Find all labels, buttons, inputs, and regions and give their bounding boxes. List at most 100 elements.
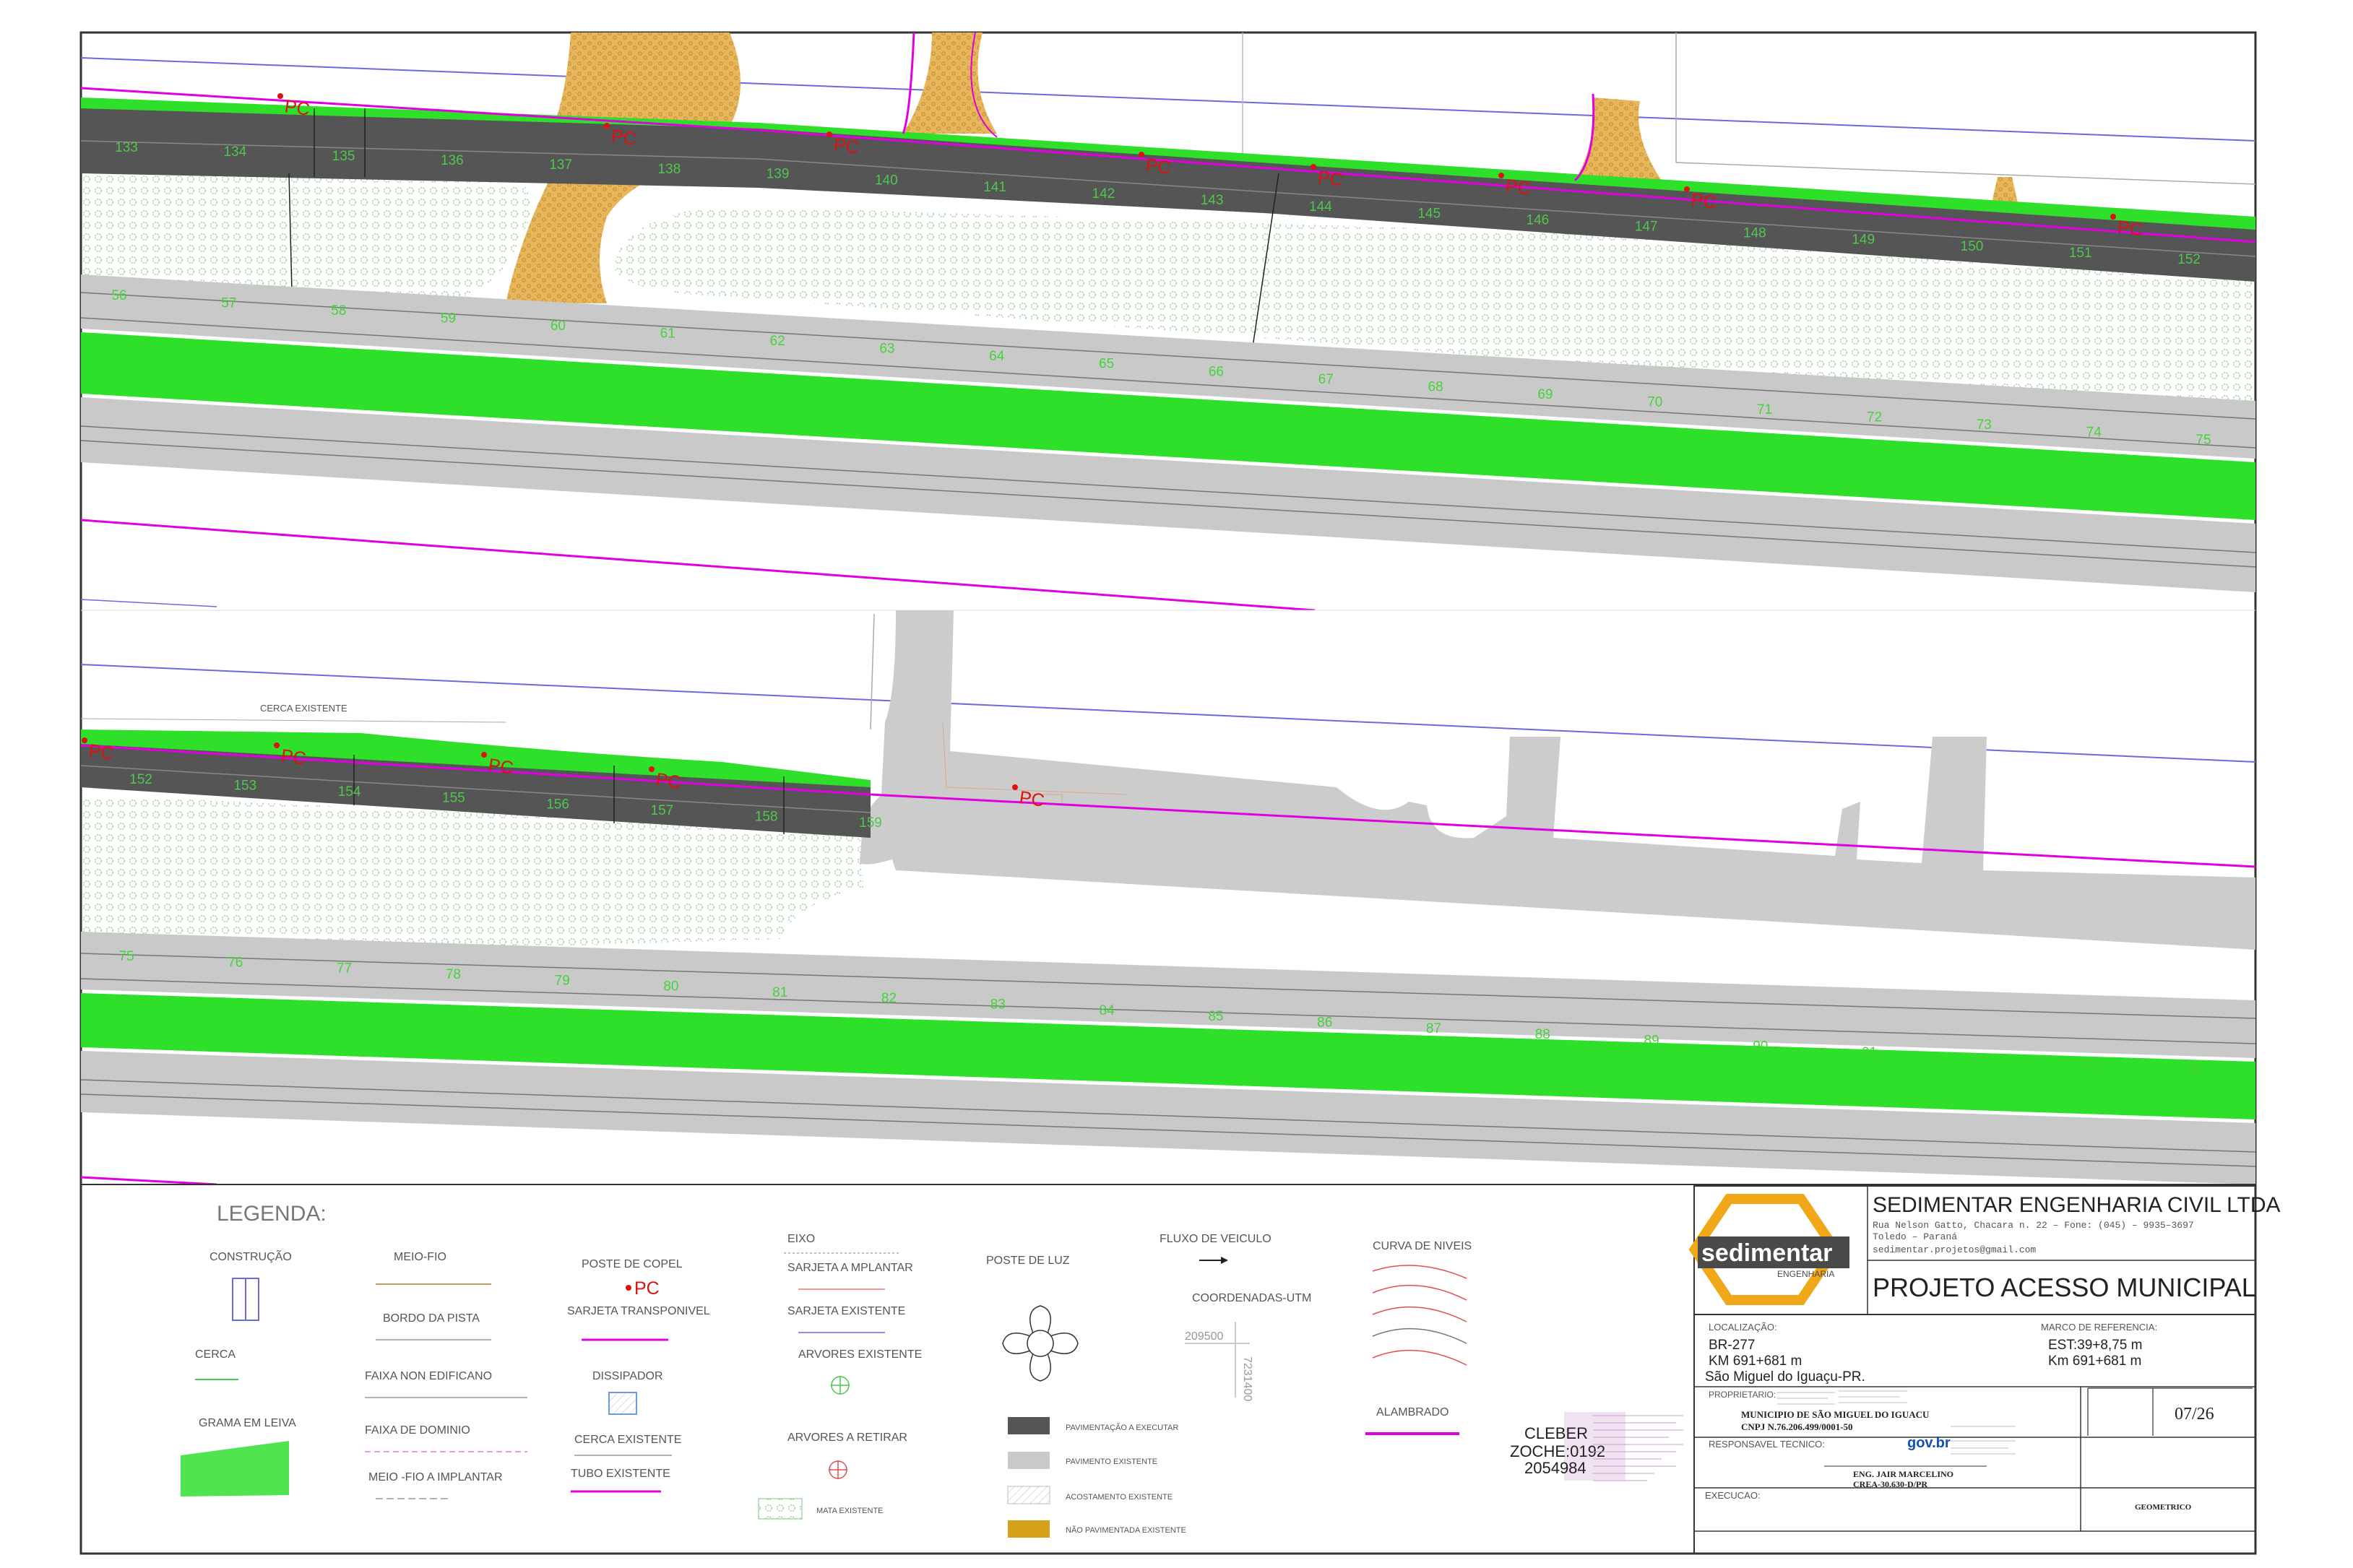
marco-label: MARCO DE REFERENCIA: bbox=[2041, 1322, 2157, 1333]
station-label: 74 bbox=[2086, 425, 2102, 441]
engineer-crea: CREA-30.630-D/PR bbox=[1853, 1479, 1927, 1489]
station-label: 143 bbox=[1201, 193, 1224, 208]
sedimentar-logo: sedimentar ENGENHARIA bbox=[1688, 1194, 1849, 1305]
highway-pavement bbox=[81, 397, 2255, 592]
legend-cerca-existente-label: CERCA EXISTENTE bbox=[574, 1434, 681, 1446]
station-label: 86 bbox=[1317, 1015, 1332, 1031]
legend-pav-existente-label: PAVIMENTO EXISTENTE bbox=[1066, 1457, 1157, 1466]
legend-faixa-dominio-label: FAIXA DE DOMINIO bbox=[365, 1424, 470, 1437]
station-label: 149 bbox=[1852, 233, 1875, 248]
station-label: 133 bbox=[115, 140, 138, 155]
station-label: 60 bbox=[551, 319, 566, 334]
legend-construcao-label: CONSTRUÇÃO bbox=[210, 1249, 292, 1263]
legend-faixa-non-label: FAIXA NON EDIFICANO bbox=[365, 1370, 492, 1382]
tree-remove-icon bbox=[829, 1460, 847, 1479]
station-label: 140 bbox=[875, 173, 898, 189]
legend-coordenadas-label: COORDENADAS-UTM bbox=[1192, 1292, 1311, 1304]
digital-signature-stamp: CLEBER ZOCHE:0192 2054984 bbox=[1510, 1412, 1683, 1481]
station-label: 58 bbox=[331, 303, 346, 319]
station-label: 70 bbox=[1647, 394, 1662, 410]
pole-marker bbox=[1498, 173, 1504, 178]
stamp-name-1: CLEBER bbox=[1524, 1424, 1588, 1442]
station-label: 150 bbox=[1961, 239, 1984, 254]
station-label: 89 bbox=[1644, 1033, 1659, 1048]
station-label: 73 bbox=[1977, 417, 1992, 433]
discipline-label: GEOMETRICO bbox=[2135, 1503, 2192, 1512]
forest-area bbox=[614, 206, 2255, 419]
highway-median-grass bbox=[81, 993, 2255, 1119]
responsavel-label: RESPONSAVEL TECNICO: bbox=[1709, 1439, 1825, 1450]
unpaved-area bbox=[1575, 98, 1662, 181]
legend-mata-existente-label: MATA EXISTENTE bbox=[816, 1507, 884, 1515]
proprietario-cnpj: CNPJ N.76.206.499/0001-50 bbox=[1741, 1421, 1853, 1432]
project-title: PROJETO ACESSO MUNICIPAL bbox=[1873, 1273, 2256, 1302]
station-label: 152 bbox=[129, 772, 152, 787]
station-label: 84 bbox=[1100, 1003, 1115, 1018]
logo-text: sedimentar bbox=[1701, 1239, 1832, 1267]
station-label: 141 bbox=[983, 180, 1006, 195]
pole-marker bbox=[604, 123, 610, 129]
legend-dissipador-label: DISSIPADOR bbox=[592, 1370, 663, 1382]
pole-label: PC bbox=[655, 769, 682, 793]
pole-label: PC bbox=[1018, 787, 1045, 811]
station-label: 157 bbox=[651, 803, 674, 818]
highway-pavement bbox=[81, 274, 2255, 459]
pole-label: PC bbox=[280, 745, 307, 769]
station-label: 78 bbox=[446, 967, 461, 982]
street-light-icon bbox=[1002, 1305, 1079, 1382]
legend-sarjeta-existente-label: SARJETA EXISTENTE bbox=[787, 1305, 905, 1317]
station-label: 66 bbox=[1209, 364, 1224, 379]
poste-copel-symbol bbox=[626, 1285, 631, 1291]
station-label: 136 bbox=[441, 153, 464, 168]
legend-meio-fio-label: MEIO-FIO bbox=[394, 1251, 446, 1263]
station-label: 88 bbox=[1535, 1027, 1550, 1042]
location-label: LOCALIZAÇÃO: bbox=[1709, 1322, 1777, 1333]
unpaved-area bbox=[903, 33, 997, 134]
station-label: 134 bbox=[223, 144, 246, 160]
pole-label: PC bbox=[1504, 176, 1532, 199]
legend: LEGENDA: CONSTRUÇÃO CERCA GRAMA EM LEIVA… bbox=[181, 1202, 1472, 1538]
forest-area bbox=[81, 170, 532, 303]
coord-e-label: 209500 bbox=[1185, 1330, 1223, 1343]
legend-title: LEGENDA: bbox=[217, 1202, 327, 1226]
arrow-right-icon bbox=[1199, 1257, 1228, 1264]
pole-label: PC bbox=[1690, 189, 1717, 213]
sheet-number: 07/26 bbox=[2175, 1405, 2214, 1424]
legend-cerca-label: CERCA bbox=[195, 1348, 236, 1361]
pole-marker bbox=[826, 131, 832, 137]
station-label: 67 bbox=[1318, 372, 1334, 387]
station-label: 90 bbox=[1753, 1039, 1768, 1054]
station-label: 61 bbox=[660, 326, 675, 342]
station-label: 72 bbox=[1867, 410, 1882, 425]
legend-pav-executar-label: PAVIMENTAÇÃO A EXECUTAR bbox=[1066, 1423, 1178, 1432]
location-line-1: BR-277 bbox=[1709, 1338, 1755, 1353]
swatch-nao-pavimentada bbox=[1008, 1520, 1050, 1538]
legend-acostamento-label: ACOSTAMENTO EXISTENTE bbox=[1066, 1493, 1173, 1502]
legend-fluxo-label: FLUXO DE VEICULO bbox=[1160, 1233, 1272, 1245]
proprietario-name: MUNICIPIO DE SÃO MIGUEL DO IGUACU bbox=[1741, 1409, 1930, 1420]
execucao-label: EXECUCAO: bbox=[1705, 1490, 1761, 1501]
legend-sarjeta-implantar-label: SARJETA A MPLANTAR bbox=[787, 1262, 913, 1274]
station-label: 135 bbox=[332, 149, 355, 164]
station-label: 153 bbox=[233, 779, 256, 794]
legend-arvores-existente-label: ARVORES EXISTENTE bbox=[798, 1348, 922, 1361]
mata-symbol bbox=[758, 1498, 803, 1520]
station-label: 77 bbox=[337, 961, 352, 976]
sheet-border bbox=[79, 31, 2257, 1555]
location-line-3: São Miguel do Iguaçu-PR. bbox=[1705, 1369, 1865, 1385]
station-label: 76 bbox=[228, 955, 243, 970]
pole-label: PC bbox=[1316, 167, 1344, 191]
station-label: 85 bbox=[1208, 1009, 1223, 1024]
engineer-name: ENG. JAIR MARCELINO bbox=[1853, 1469, 1953, 1479]
station-label: 152 bbox=[2177, 252, 2201, 267]
station-label: 71 bbox=[1757, 402, 1772, 417]
marco-line-2: Km 691+681 m bbox=[2048, 1353, 2141, 1369]
pole-marker bbox=[1684, 186, 1690, 192]
logo-subtext: ENGENHARIA bbox=[1777, 1269, 1834, 1279]
contour-lines-icon bbox=[1372, 1265, 1467, 1366]
